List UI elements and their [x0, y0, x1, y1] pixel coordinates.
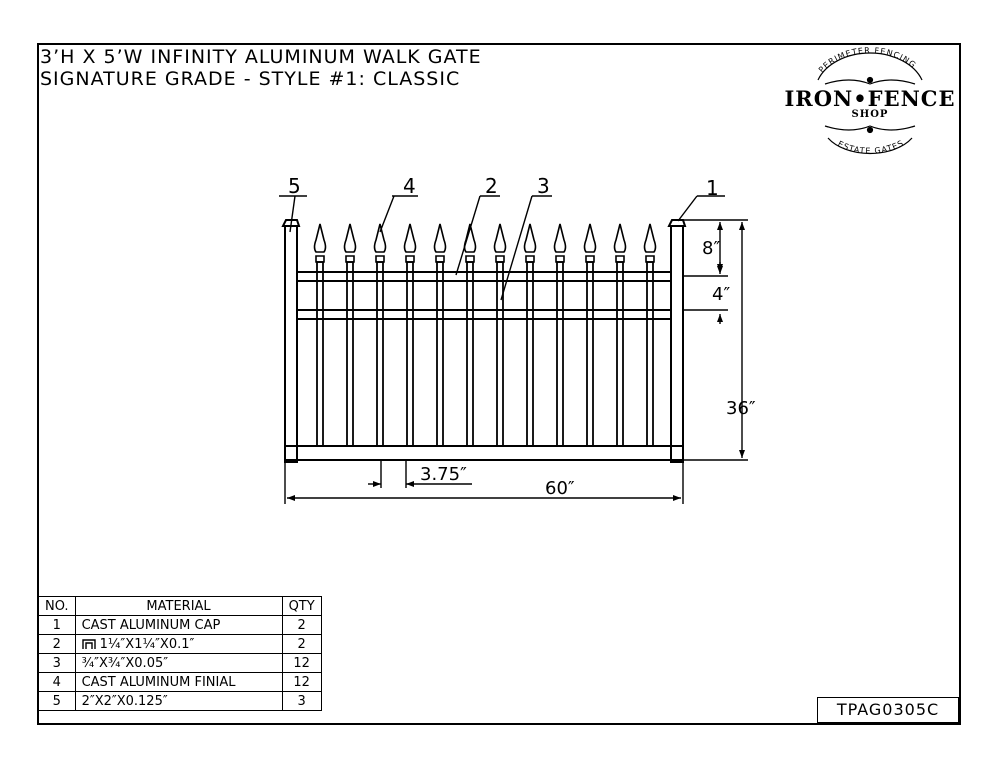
- bom-material: 2″X2″X0.125″: [74, 691, 283, 711]
- bom-qty: 12: [281, 653, 322, 673]
- bom-qty: 2: [281, 615, 322, 635]
- table-row: 3 ¾″X¾″X0.05″ 12: [38, 653, 322, 673]
- dimension-36in: 36″: [726, 398, 756, 419]
- finial: [613, 223, 627, 263]
- dimension-3-75in: 3.75″: [420, 464, 467, 485]
- picket: [346, 261, 354, 447]
- part-number-box: TPAG0305C: [817, 697, 959, 723]
- left-post: [284, 225, 298, 463]
- finial: [643, 223, 657, 263]
- finial: [583, 223, 597, 263]
- dimension-lines: [279, 195, 748, 504]
- bom-no: 5: [38, 691, 76, 711]
- bom-header-row: NO. MATERIAL QTY: [38, 596, 322, 616]
- callout-4: 4: [403, 174, 416, 198]
- picket: [616, 261, 624, 447]
- callout-5: 5: [288, 174, 301, 198]
- picket: [586, 261, 594, 447]
- drawing-title-line1: 3’H X 5’W INFINITY ALUMINUM WALK GATE: [40, 46, 482, 68]
- finial: [403, 223, 417, 263]
- finial: [523, 223, 537, 263]
- bom-material: ¾″X¾″X0.05″: [74, 653, 283, 673]
- bom-qty: 3: [281, 691, 322, 711]
- bom-material: CAST ALUMINUM CAP: [74, 615, 283, 635]
- mid-rail: [296, 309, 672, 320]
- iron-fence-shop-logo: IRON•FENCE SHOP: [770, 48, 970, 158]
- logo-main-text: IRON•FENCE: [784, 86, 956, 111]
- finial: [433, 223, 447, 263]
- bom-header-no: NO.: [38, 596, 76, 616]
- bom-header-qty: QTY: [281, 596, 322, 616]
- bom-no: 4: [38, 672, 76, 692]
- left-cap: [281, 219, 301, 227]
- table-row: 2 1¼″X1¼″X0.1″ 2: [38, 634, 322, 654]
- callout-2: 2: [485, 174, 498, 198]
- table-row: 4 CAST ALUMINUM FINIAL 12: [38, 672, 322, 692]
- arrowheads: [287, 222, 745, 501]
- bom-material: CAST ALUMINUM FINIAL: [74, 672, 283, 692]
- right-post: [670, 225, 684, 463]
- logo-sub-text: SHOP: [851, 109, 889, 120]
- picket: [406, 261, 414, 447]
- dimension-60in: 60″: [545, 478, 575, 499]
- bom-no: 2: [38, 634, 76, 654]
- picket: [436, 261, 444, 447]
- finial: [343, 223, 357, 263]
- bom-material: 1¼″X1¼″X0.1″: [99, 636, 195, 652]
- right-cap: [667, 219, 687, 227]
- sheet-border: [37, 43, 961, 725]
- dimension-4in: 4″: [712, 284, 731, 305]
- finial: [313, 223, 327, 263]
- bom-no: 1: [38, 615, 76, 635]
- channel-icon: [81, 638, 96, 649]
- picket: [556, 261, 564, 447]
- table-row: 5 2″X2″X0.125″ 3: [38, 691, 322, 711]
- bom-qty: 12: [281, 672, 322, 692]
- bom-material-cell: 1¼″X1¼″X0.1″: [74, 634, 283, 654]
- callout-3: 3: [537, 174, 550, 198]
- logo-ornaments: [817, 52, 923, 155]
- picket: [646, 261, 654, 447]
- finial: [553, 223, 567, 263]
- pickets-group: [313, 223, 657, 447]
- top-rail: [296, 271, 672, 282]
- bill-of-materials-table: NO. MATERIAL QTY 1 CAST ALUMINUM CAP 2 2…: [38, 596, 322, 711]
- bottom-rail: [284, 445, 684, 461]
- picket: [466, 261, 474, 447]
- drawing-title-line2: SIGNATURE GRADE - STYLE #1: CLASSIC: [40, 68, 461, 90]
- finial: [373, 223, 387, 263]
- picket: [526, 261, 534, 447]
- picket: [496, 261, 504, 447]
- finial: [493, 223, 507, 263]
- callout-1: 1: [706, 176, 719, 200]
- picket: [376, 261, 384, 447]
- bom-qty: 2: [281, 634, 322, 654]
- bom-header-material: MATERIAL: [74, 596, 283, 616]
- table-row: 1 CAST ALUMINUM CAP 2: [38, 615, 322, 635]
- dimension-8in: 8″: [702, 238, 721, 259]
- picket: [316, 261, 324, 447]
- bom-no: 3: [38, 653, 76, 673]
